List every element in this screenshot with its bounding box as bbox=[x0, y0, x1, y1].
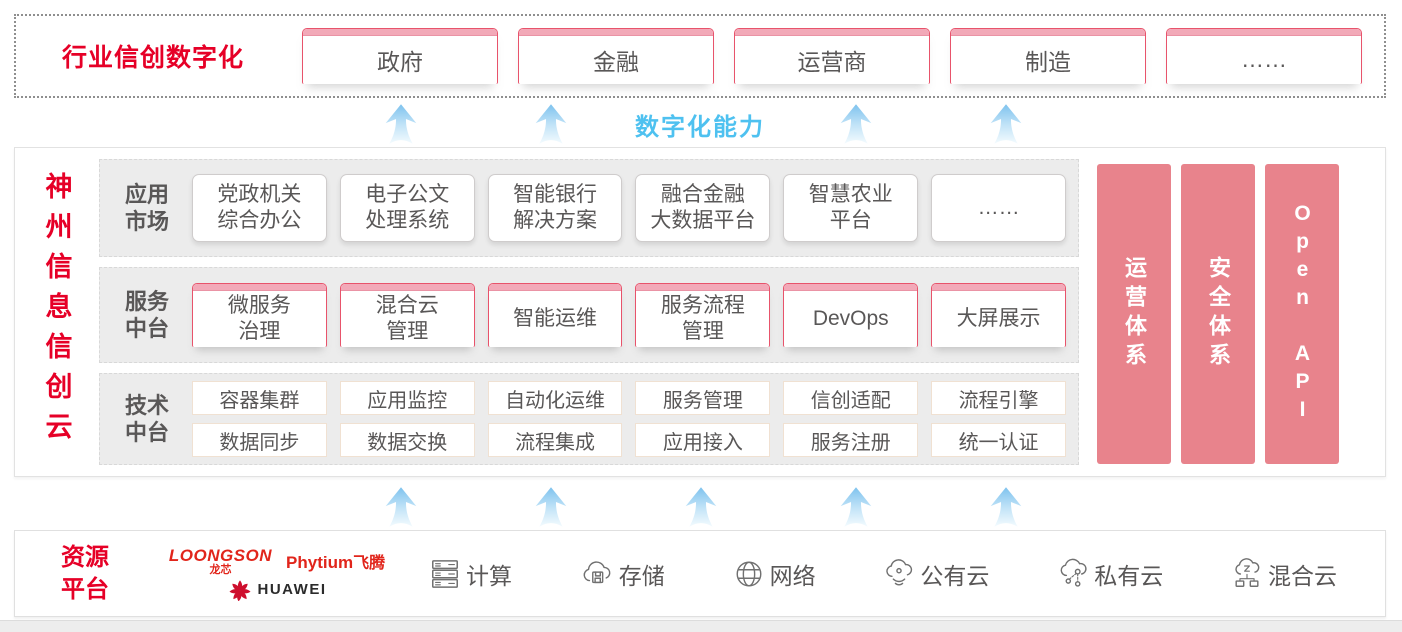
service-box: 智能运维 bbox=[487, 283, 623, 347]
resource-item-label: 存储 bbox=[618, 562, 665, 589]
tech-box: 容器集群 bbox=[192, 381, 327, 415]
row-tech-label: 技术 中台 bbox=[124, 392, 169, 446]
resource-item-label: 计算 bbox=[466, 562, 512, 589]
huawei-logo-text: HUAWEI bbox=[257, 581, 327, 598]
cloud-title-column: 神州信息信创云 bbox=[15, 148, 99, 476]
phytium-logo-text: Phytium bbox=[286, 553, 354, 572]
resource-items: 计算 存储 网络 bbox=[429, 557, 1351, 591]
pillar-operations-label: 运营体系 bbox=[1122, 256, 1147, 372]
app-market-box: 智能银行 解决方案 bbox=[487, 174, 623, 242]
row-app-market-label: 应用 市场 bbox=[124, 181, 169, 235]
service-box: 混合云 管理 bbox=[339, 283, 475, 347]
cloud-title: 神州信息信创云 bbox=[41, 172, 72, 452]
app-market-box-more: …… bbox=[931, 174, 1066, 242]
service-box: 大屏展示 bbox=[931, 283, 1066, 347]
up-arrow-icon bbox=[838, 104, 874, 144]
tech-box: 数据同步 bbox=[192, 423, 327, 457]
app-market-box: 党政机关 综合办公 bbox=[192, 174, 327, 242]
huawei-flower-icon bbox=[228, 579, 251, 601]
compute-icon bbox=[432, 559, 458, 588]
service-items: 微服务 治理 混合云 管理 智能运维 服务流程 管理 DevOps 大屏展示 bbox=[192, 283, 1066, 347]
resource-item-label: 网络 bbox=[769, 562, 816, 589]
loongson-logo: LOONGSON 龙芯 bbox=[169, 547, 272, 576]
tech-box: 应用监控 bbox=[339, 381, 475, 415]
resource-arrow-band bbox=[14, 477, 1386, 530]
tech-box: 流程引擎 bbox=[931, 381, 1066, 415]
capability-band: 数字化能力 bbox=[14, 98, 1386, 147]
tech-box: 应用接入 bbox=[635, 423, 771, 457]
industry-title: 行业信创数字化 bbox=[62, 44, 245, 72]
vendor-logos: LOONGSON 龙芯 Phytium 飞腾 bbox=[161, 547, 393, 601]
platform-rows: 应用 市场 党政机关 综合办公 电子公文 处理系统 智能银行 解决方案 融合金融… bbox=[99, 148, 1085, 476]
loongson-logo-subtext: 龙芯 bbox=[209, 563, 232, 576]
pillars-column: 运营体系 安全体系 Open API bbox=[1085, 148, 1385, 476]
tech-box: 数据交换 bbox=[339, 423, 475, 457]
row-app-market: 应用 市场 党政机关 综合办公 电子公文 处理系统 智能银行 解决方案 融合金融… bbox=[99, 159, 1079, 257]
industry-panel: 行业信创数字化 政府 金融 运营商 制造 …… bbox=[14, 14, 1386, 98]
hybrid-cloud-icon bbox=[1235, 557, 1260, 587]
resource-item-label: 公有云 bbox=[920, 562, 990, 589]
sector-box-manufacturing: 制造 bbox=[950, 28, 1146, 84]
tech-box: 自动化运维 bbox=[487, 381, 623, 415]
resource-item-network: 网络 bbox=[733, 557, 816, 591]
private-cloud-icon bbox=[1060, 558, 1087, 587]
up-arrow-icon bbox=[533, 487, 569, 527]
app-market-box: 融合金融 大数据平台 bbox=[635, 174, 771, 242]
up-arrow-icon bbox=[383, 104, 419, 144]
tech-box: 统一认证 bbox=[931, 423, 1066, 457]
service-box: 微服务 治理 bbox=[192, 283, 327, 347]
network-icon bbox=[736, 561, 762, 586]
sector-row: 政府 金融 运营商 制造 …… bbox=[302, 28, 1362, 84]
phytium-logo-subtext: 飞腾 bbox=[353, 555, 386, 572]
pillar-operations: 运营体系 bbox=[1097, 164, 1171, 464]
pillar-security-label: 安全体系 bbox=[1206, 256, 1231, 372]
resource-item-private-cloud: 私有云 bbox=[1057, 557, 1163, 591]
row-service-label: 服务 中台 bbox=[124, 288, 169, 342]
phytium-logo: Phytium 飞腾 bbox=[286, 549, 385, 573]
sector-box-government: 政府 bbox=[302, 28, 498, 84]
up-arrow-icon bbox=[838, 487, 874, 527]
pillar-open-api: Open API bbox=[1265, 164, 1339, 464]
service-box: DevOps bbox=[783, 283, 919, 347]
pillar-security: 安全体系 bbox=[1181, 164, 1255, 464]
tech-box: 流程集成 bbox=[487, 423, 623, 457]
resource-item-label: 私有云 bbox=[1094, 562, 1164, 589]
app-market-box: 智慧农业 平台 bbox=[783, 174, 919, 242]
row-tech: 技术 中台 容器集群 应用监控 自动化运维 服务管理 信创适配 流程引擎 数据同… bbox=[99, 373, 1079, 465]
resource-title: 资源 平台 bbox=[61, 544, 109, 603]
sector-box-more: …… bbox=[1166, 28, 1362, 84]
huawei-logo: HUAWEI bbox=[228, 579, 327, 601]
storage-icon bbox=[583, 560, 611, 583]
service-box: 服务流程 管理 bbox=[635, 283, 771, 347]
tech-box: 服务注册 bbox=[783, 423, 919, 457]
sector-box-operator: 运营商 bbox=[734, 28, 930, 84]
app-market-items: 党政机关 综合办公 电子公文 处理系统 智能银行 解决方案 融合金融 大数据平台… bbox=[192, 174, 1066, 242]
resource-item-label: 混合云 bbox=[1267, 562, 1337, 589]
resource-item-compute: 计算 bbox=[429, 557, 512, 591]
resource-panel: 资源 平台 LOONGSON 龙芯 Phytium 飞腾 bbox=[14, 530, 1386, 617]
resource-item-hybrid-cloud: 混合云 bbox=[1231, 557, 1337, 591]
pillar-open-api-label: Open API bbox=[1291, 202, 1314, 426]
resource-item-storage: 存储 bbox=[580, 557, 665, 591]
up-arrow-icon bbox=[683, 487, 719, 527]
public-cloud-icon bbox=[886, 558, 913, 585]
up-arrow-icon bbox=[383, 487, 419, 527]
sector-box-finance: 金融 bbox=[518, 28, 714, 84]
up-arrow-icon bbox=[533, 104, 569, 144]
capability-label: 数字化能力 bbox=[635, 114, 765, 141]
tech-box: 服务管理 bbox=[635, 381, 771, 415]
cloud-panel: 神州信息信创云 应用 市场 党政机关 综合办公 电子公文 处理系统 智能银行 解… bbox=[14, 147, 1386, 477]
row-service: 服务 中台 微服务 治理 混合云 管理 智能运维 服务流程 管理 DevOps … bbox=[99, 267, 1079, 363]
up-arrow-icon bbox=[988, 487, 1024, 527]
up-arrow-icon bbox=[988, 104, 1024, 144]
resource-item-public-cloud: 公有云 bbox=[883, 557, 989, 591]
app-market-box: 电子公文 处理系统 bbox=[339, 174, 475, 242]
loongson-logo-text: LOONGSON bbox=[168, 545, 273, 565]
tech-box: 信创适配 bbox=[783, 381, 919, 415]
footer-bar bbox=[0, 620, 1402, 632]
tech-items: 容器集群 应用监控 自动化运维 服务管理 信创适配 流程引擎 数据同步 数据交换… bbox=[192, 381, 1066, 457]
